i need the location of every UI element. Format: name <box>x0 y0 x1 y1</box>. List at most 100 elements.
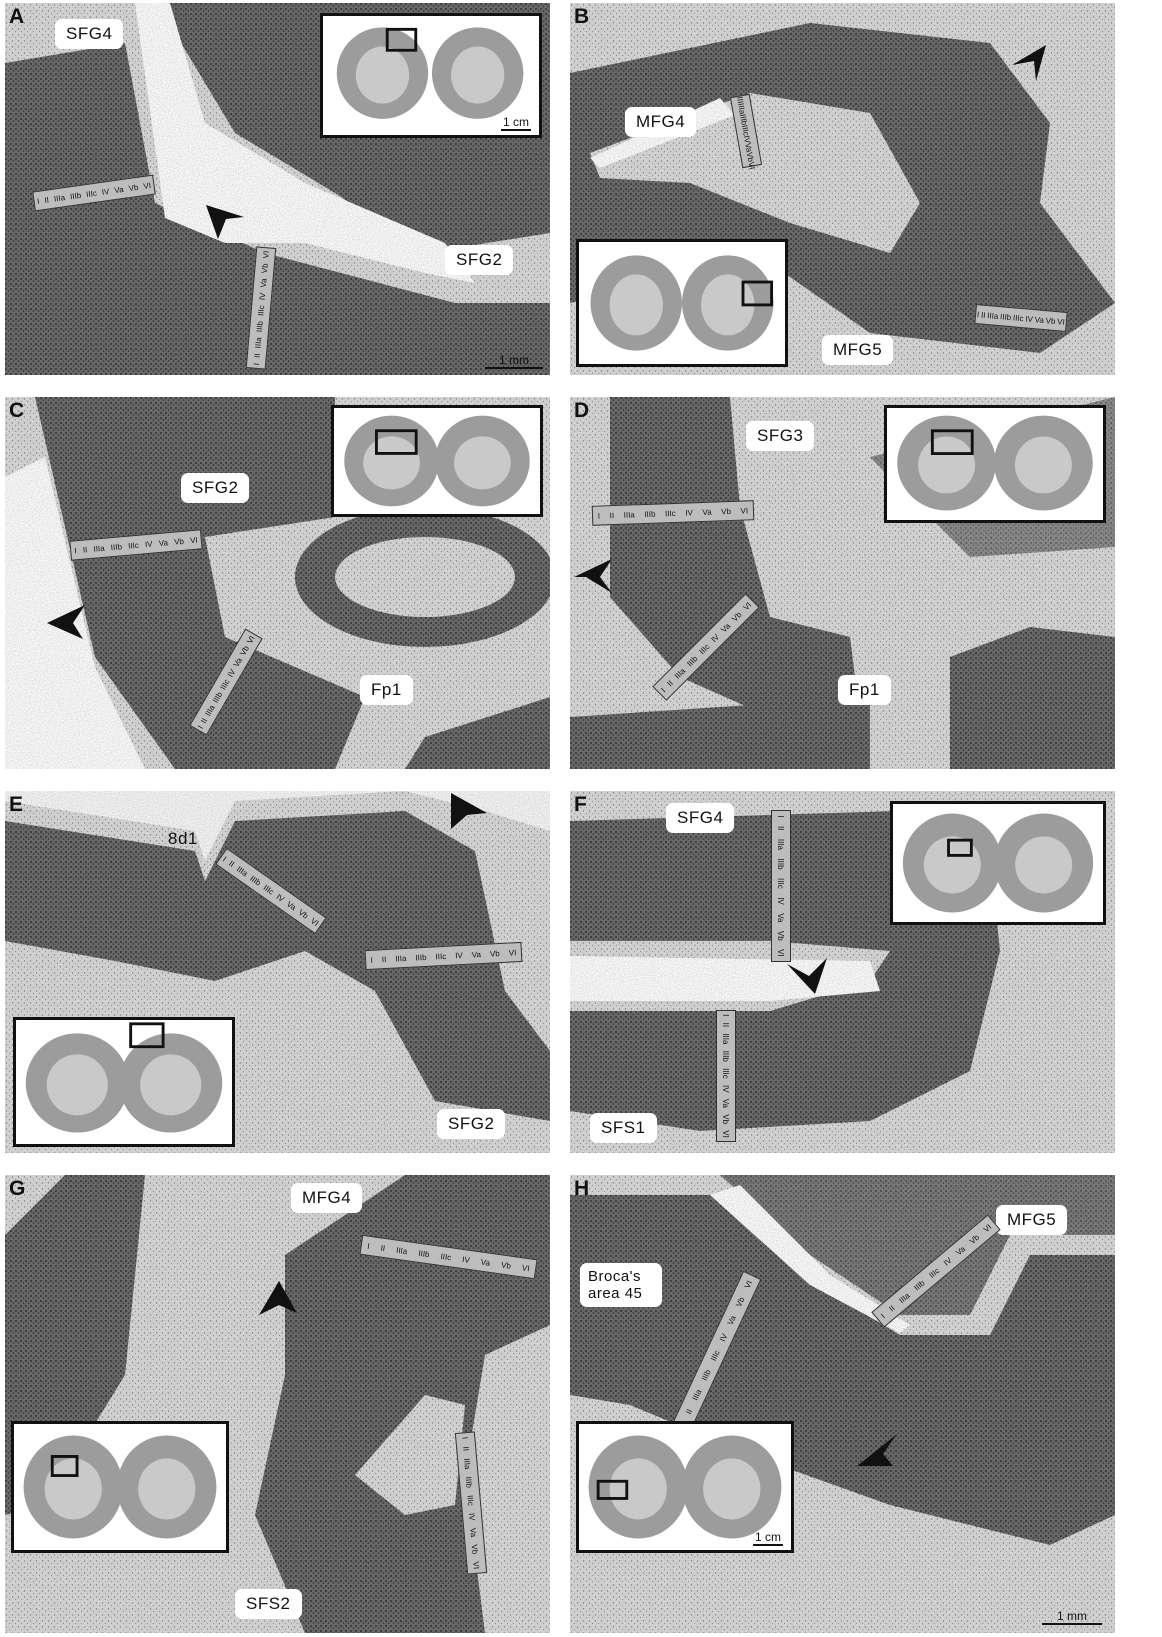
region-label: 8d1 <box>168 829 198 848</box>
layer-label: IIIa <box>776 838 786 850</box>
layer-label: Vb <box>500 1259 512 1271</box>
layer-label: Vb <box>721 506 732 516</box>
layer-label: IIIb <box>999 311 1012 322</box>
scale-bar: 1 mm <box>1042 1609 1102 1625</box>
layer-label: Va <box>953 1244 967 1257</box>
layer-label: VI <box>471 1561 482 1570</box>
layer-label: VI <box>740 505 749 516</box>
layer-label: Vb <box>127 182 139 193</box>
layer-label: VI <box>742 1278 754 1290</box>
layer-label: II <box>776 825 786 831</box>
tissue-section <box>570 397 1115 769</box>
layer-label: Vb <box>1045 315 1056 326</box>
layer-label: IV <box>1025 313 1034 324</box>
panel-letter: E <box>9 793 24 816</box>
layer-label: I <box>370 955 374 965</box>
layer-label: I <box>221 854 229 864</box>
region-label: SFS1 <box>590 1113 657 1143</box>
scale-text: 1 mm <box>499 353 529 367</box>
layer-label: Vb <box>173 536 185 547</box>
layer-label: IIIb <box>69 190 82 201</box>
layer-label: I <box>659 685 668 694</box>
layer-label: Va <box>702 507 712 517</box>
coronal-brain-icon <box>336 27 524 119</box>
layer-label: IIIa <box>202 703 217 718</box>
layer-label: IIIa <box>721 1033 731 1045</box>
layer-label: IIIa <box>690 1387 703 1402</box>
layer-label: VI <box>746 160 758 170</box>
panel-letter: A <box>9 5 25 28</box>
coronal-brain-icon <box>25 1022 223 1133</box>
layer-label: IV <box>144 539 153 549</box>
brain-inset <box>13 1017 235 1147</box>
layer-label: II <box>252 353 262 359</box>
layer-label: IV <box>461 1254 471 1265</box>
coronal-brain-icon <box>590 255 774 351</box>
layer-label: I <box>976 309 980 319</box>
region-label: MFG5 <box>996 1205 1068 1235</box>
layer-label: VI <box>741 600 753 612</box>
layer-label: Vb <box>259 263 270 274</box>
layer-label: Va <box>158 537 169 548</box>
layer-label: II <box>887 1303 897 1314</box>
layer-label: IIIb <box>248 873 263 888</box>
layer-label: II <box>43 194 50 205</box>
coronal-brain-icon <box>897 415 1093 511</box>
layer-label: I <box>776 815 786 818</box>
layer-label: IIIa <box>53 192 66 204</box>
layer-label: Va <box>1034 314 1045 325</box>
panel-letter: H <box>574 1177 590 1200</box>
region-label: MFG4 <box>625 107 697 137</box>
layer-label: Vb <box>776 930 786 941</box>
layer-label: VI <box>1056 316 1066 327</box>
tissue-section <box>570 1175 1115 1633</box>
region-label: SFG3 <box>746 421 815 451</box>
layer-label: IIIc <box>435 951 447 961</box>
layer-label: IIIa <box>672 666 687 681</box>
coronal-brain-icon <box>902 813 1094 913</box>
layer-label: IIIc <box>708 1348 722 1363</box>
arrowhead-icon <box>787 958 827 994</box>
layer-label: Va <box>471 949 482 960</box>
brain-inset: 1 cm <box>320 13 542 138</box>
scale-text: 1 mm <box>1057 1609 1087 1623</box>
layer-label: II <box>721 1022 731 1028</box>
layer-label: IV <box>709 632 721 644</box>
layer-label: II <box>380 1243 386 1253</box>
layer-label: VI <box>244 633 257 646</box>
layer-label: IIIc <box>927 1265 941 1280</box>
layer-label: Va <box>258 277 269 288</box>
layer-label: IIIc <box>721 1068 731 1079</box>
layer-label: VI <box>142 180 152 191</box>
layer-label: IIIb <box>912 1278 927 1293</box>
layer-label: Va <box>113 184 125 195</box>
layer-label: IIIc <box>776 878 786 889</box>
inset-scale-bar: 1 cm <box>501 115 531 131</box>
layer-label: Vb <box>237 643 251 657</box>
layer-label: Vb <box>733 1295 746 1309</box>
layer-label: I <box>366 1241 371 1251</box>
layer-label: II <box>198 716 209 725</box>
region-label: SFG2 <box>437 1109 506 1139</box>
layer-label: II <box>381 954 387 964</box>
panel-letter: D <box>574 399 590 422</box>
layer-label: IIIa <box>623 509 635 520</box>
brain-inset: 1 cm <box>576 1421 794 1553</box>
coronal-brain-icon <box>588 1435 782 1539</box>
region-label: Fp1 <box>838 675 891 705</box>
region-label: Broca's area 45 <box>580 1263 662 1307</box>
coronal-brain-icon <box>23 1435 217 1539</box>
layer-label: IIIb <box>644 509 656 519</box>
layer-label: IIIb <box>254 320 265 333</box>
layer-label: VI <box>721 1130 731 1138</box>
layer-label: IIIc <box>85 188 98 199</box>
layer-label: I <box>878 1311 887 1320</box>
arrowhead-icon <box>206 205 244 239</box>
arrowhead-icon <box>47 605 85 639</box>
scale-bar: 1 mm <box>485 353 543 369</box>
layer-label: IIIb <box>464 1476 475 1489</box>
